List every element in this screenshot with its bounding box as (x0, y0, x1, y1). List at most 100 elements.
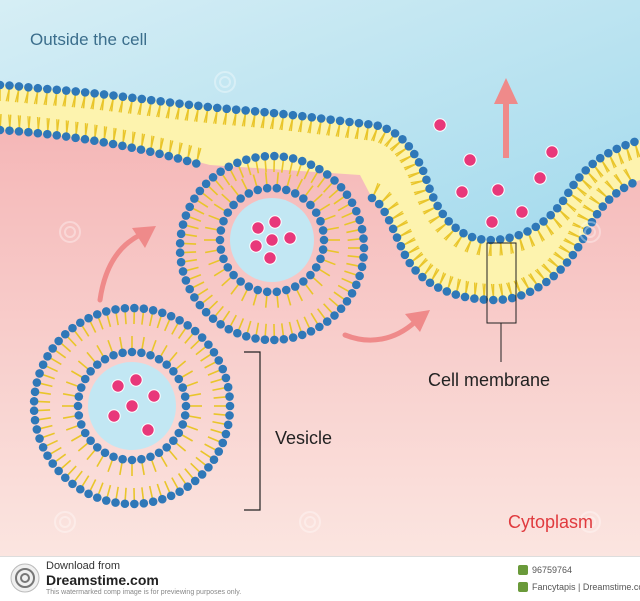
lipid-head (405, 259, 414, 268)
lipid-head (86, 367, 95, 376)
lipid-head (425, 184, 434, 193)
lipid-head (364, 120, 373, 129)
lipid-head (593, 210, 602, 219)
lipid-head (282, 286, 291, 295)
cargo-molecule (148, 390, 160, 402)
lipid-head (68, 324, 77, 333)
lipid-head (223, 208, 232, 217)
lipid-head (319, 245, 328, 254)
lipid-head (330, 311, 339, 320)
lipid-head (621, 141, 630, 150)
lipid-head (33, 378, 42, 387)
lipid-head (410, 150, 419, 159)
lipid-head (418, 273, 427, 282)
lipid-head (489, 296, 498, 305)
lipid-head (628, 179, 637, 188)
lipid-head (43, 451, 52, 460)
lipid-head (401, 251, 410, 260)
label-vesicle: Vesicle (275, 428, 332, 449)
lipid-head (563, 258, 572, 267)
lipid-head (90, 89, 99, 98)
lipid-head (630, 138, 639, 147)
lipid-head (588, 160, 597, 169)
lipid-head (164, 152, 173, 161)
lipid-tail (47, 118, 48, 131)
dreamstime-logo-icon (10, 563, 40, 593)
lipid-head (77, 420, 86, 429)
lipid-head (343, 297, 352, 306)
lipid-head (119, 92, 128, 101)
lipid-head (605, 195, 614, 204)
lipid-head (604, 149, 613, 158)
lipid-head (213, 104, 222, 113)
lipid-head (76, 485, 85, 494)
cargo-molecule (284, 232, 296, 244)
lipid-head (31, 416, 40, 425)
lipid-head (198, 333, 207, 342)
lipid-head (68, 480, 77, 489)
lipid-head (393, 233, 402, 242)
lipid-head (270, 109, 279, 118)
lipid-head (251, 107, 260, 116)
lipid-head (280, 152, 289, 161)
lipid-head (181, 411, 190, 420)
lipid-head (93, 493, 102, 502)
lipid-head (102, 307, 111, 316)
lipid-head (210, 348, 219, 357)
lipid-head (422, 175, 431, 184)
lipid-head (330, 176, 339, 185)
lipid-head (459, 229, 468, 238)
lipid-head (299, 277, 308, 286)
lipid-head (99, 138, 108, 147)
lipid-head (434, 283, 443, 292)
lipid-head (289, 111, 298, 120)
lipid-head (612, 189, 621, 198)
lipid-tail (132, 132, 133, 145)
lipid-head (48, 459, 57, 468)
lipid-head (514, 231, 523, 240)
lipid-head (204, 463, 213, 472)
lipid-head (556, 265, 565, 274)
lipid-head (93, 443, 102, 452)
lipid-head (71, 87, 80, 96)
lipid-head (194, 102, 203, 111)
lipid-head (505, 233, 514, 242)
lipid-head (176, 239, 185, 248)
lipid-head (289, 333, 298, 342)
lipid-head (185, 203, 194, 212)
cargo-molecule (142, 424, 154, 436)
lipid-head (359, 253, 368, 262)
lipid-head (34, 129, 43, 138)
lipid-head (109, 140, 118, 149)
lipid-head (183, 321, 192, 330)
lipid-head (137, 145, 146, 154)
lipid-head (111, 498, 120, 507)
cargo-molecule (464, 154, 476, 166)
lipid-head (109, 452, 118, 461)
lipid-head (468, 233, 477, 242)
lipid-head (5, 81, 14, 90)
lipid-head (270, 336, 279, 345)
lipid-head (251, 153, 260, 162)
lipid-head (196, 187, 205, 196)
lipid-head (166, 98, 175, 107)
lipid-head (140, 499, 149, 508)
lipid-head (355, 119, 364, 128)
lipid-head (169, 436, 178, 445)
lipid-head (222, 374, 231, 383)
lipid-head (272, 184, 281, 193)
lipid-head (452, 290, 461, 299)
lipid-head (39, 360, 48, 369)
lipid-head (62, 86, 71, 95)
lipid-head (498, 295, 507, 304)
lipid-head (48, 344, 57, 353)
lipid-head (253, 186, 262, 195)
lipid-head (178, 420, 187, 429)
lipid-head (35, 369, 44, 378)
lipid-head (508, 294, 517, 303)
lipid-head (359, 234, 368, 243)
lipid-head (233, 329, 242, 338)
lipid-head (177, 258, 186, 267)
lipid-head (461, 293, 470, 302)
lipid-head (61, 473, 70, 482)
